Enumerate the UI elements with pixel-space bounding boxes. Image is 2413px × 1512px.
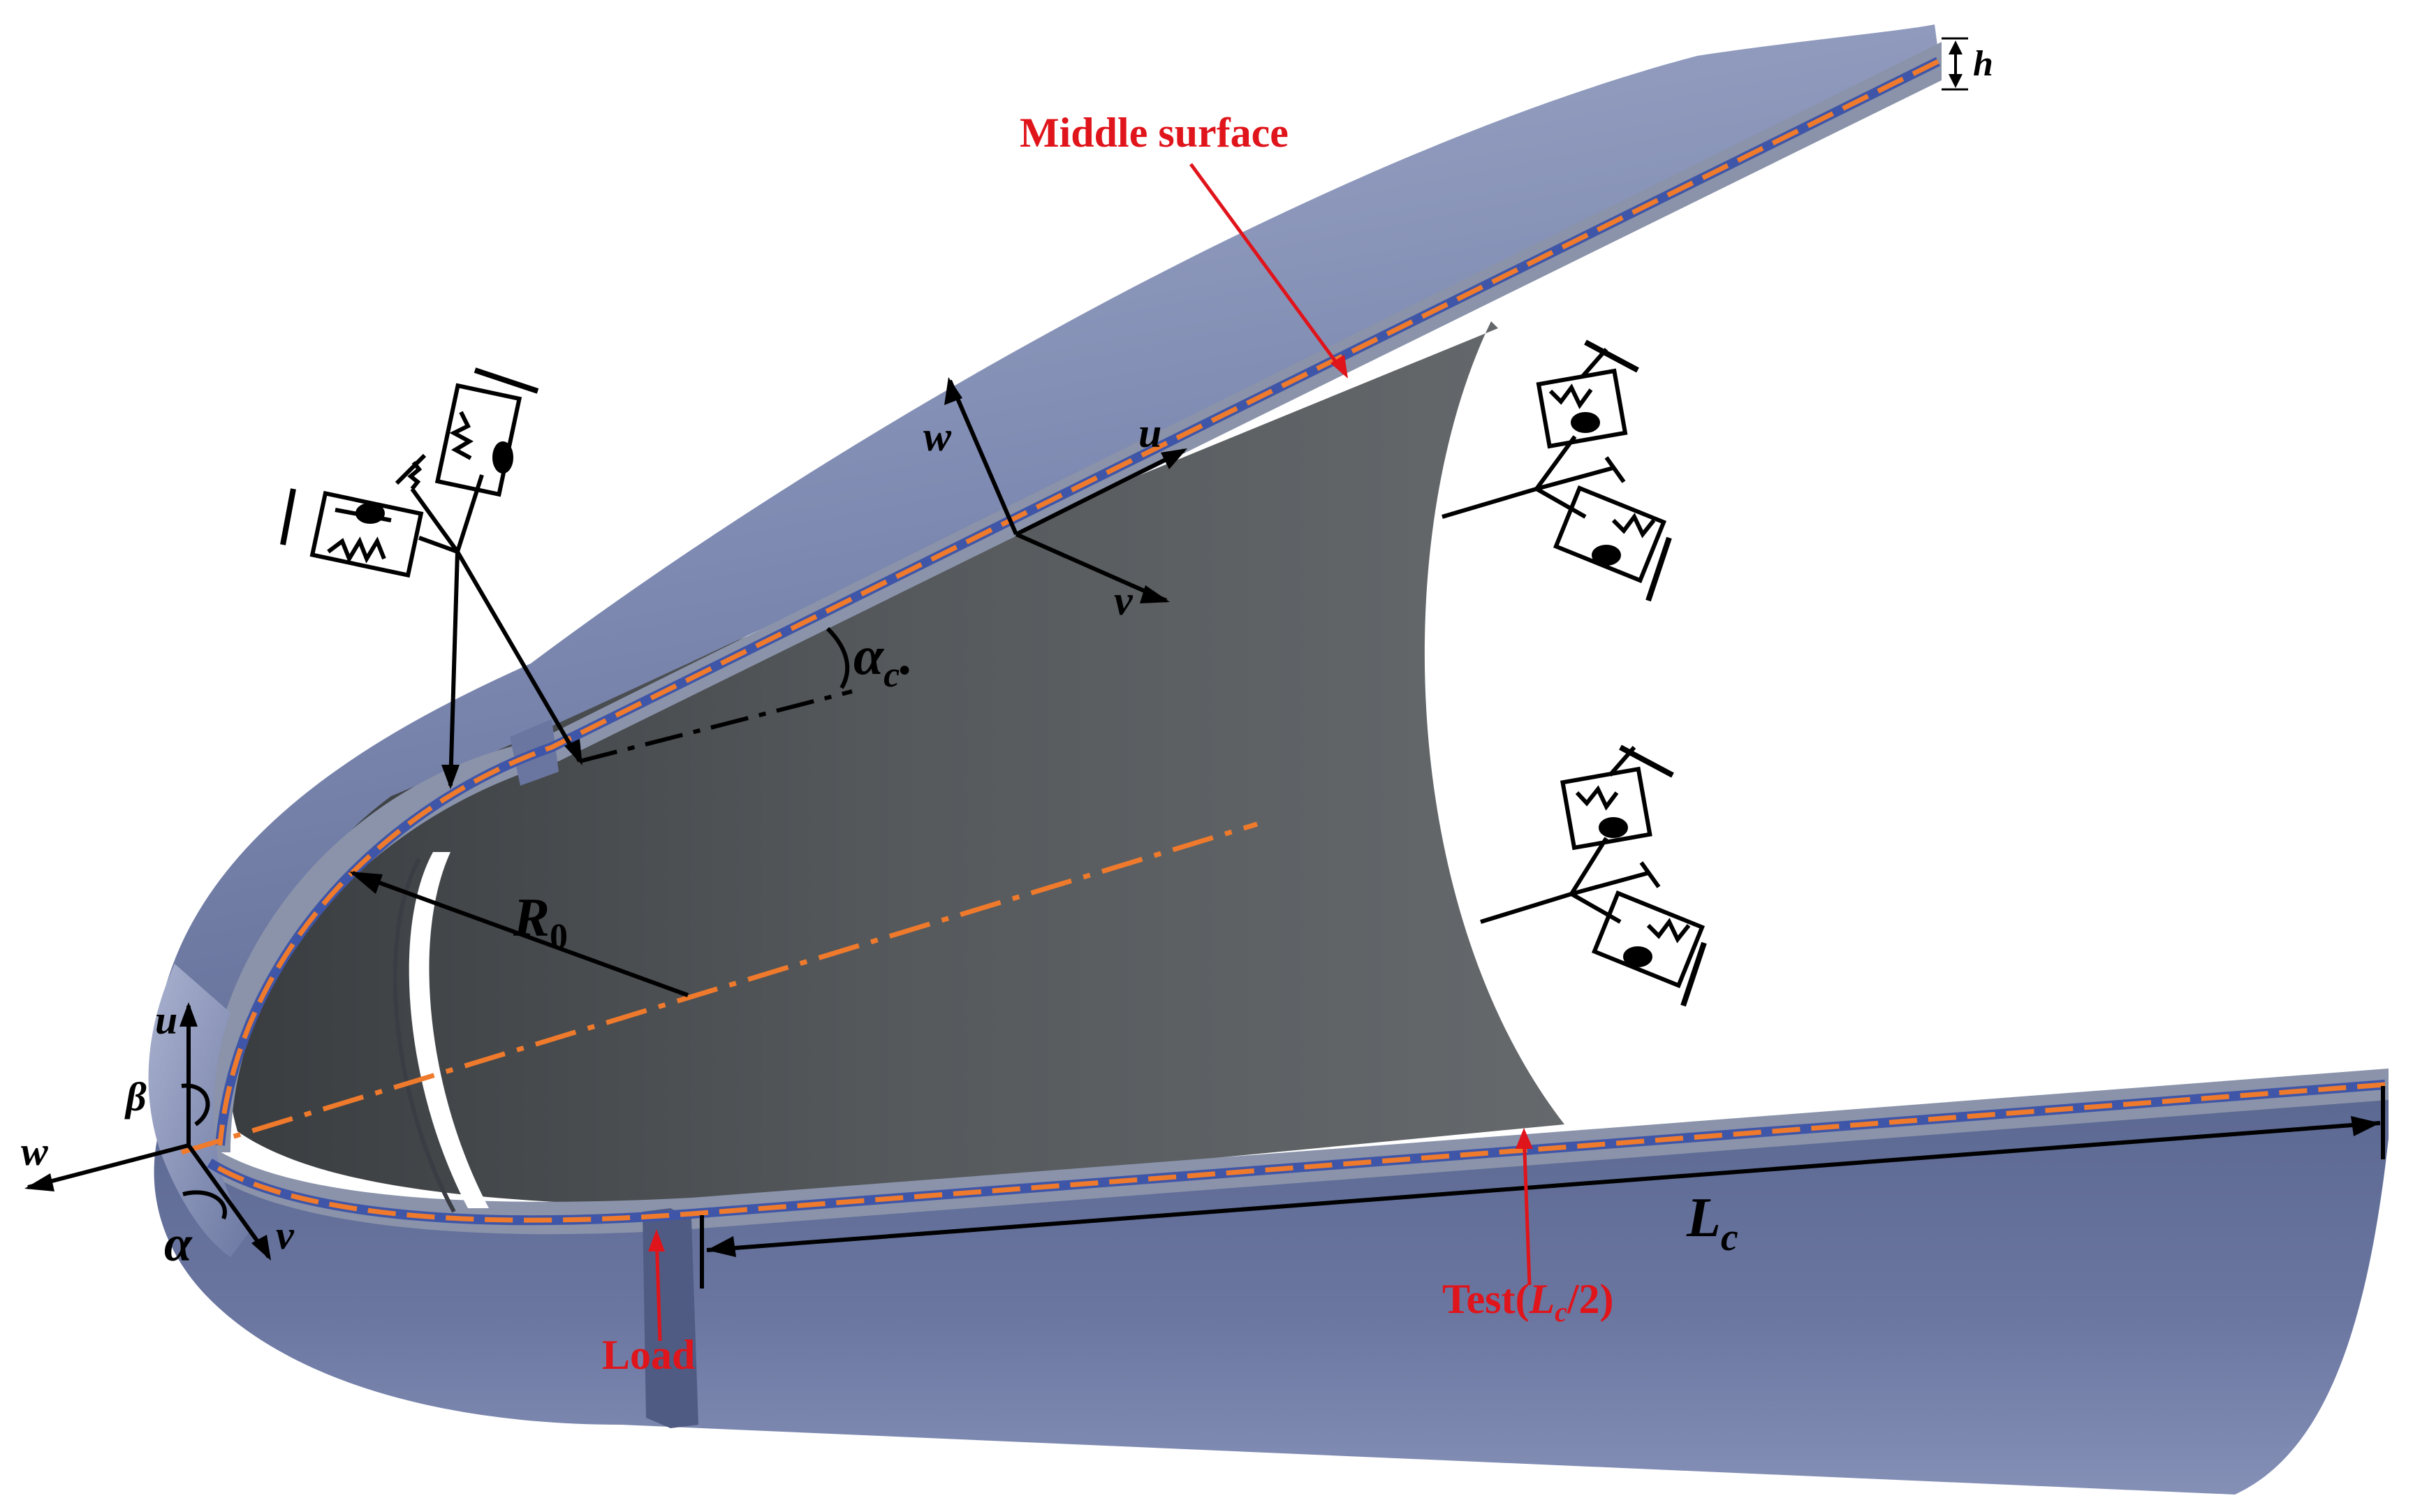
h-dimension-arrow-icon (1942, 37, 1968, 91)
spring-damper-support-right-upper-icon (1442, 339, 1672, 602)
test-label: Test(Lc/2) (1442, 1276, 1614, 1328)
alpha-c-arc-icon (826, 626, 850, 689)
mid-frame-w-label: w (923, 413, 952, 460)
mid-frame-v-label: v (1114, 578, 1134, 624)
alpha-c-label: αc. (853, 625, 914, 695)
load-notch (643, 1208, 698, 1428)
r0-radius-arrow-icon (349, 871, 689, 997)
cone-axis-line (180, 821, 1259, 1155)
r0-label: R0 (513, 887, 568, 957)
upper-wall-edge (203, 42, 1942, 1152)
generator-line (579, 689, 853, 763)
text-labels: Middle surface h Load Test(Lc/2) Lc R0 α… (21, 44, 1993, 1378)
coordinate-frame-mid-icon (944, 377, 1187, 603)
shell-body (148, 24, 2389, 1495)
spring-damper-support-right-lower-icon (1480, 744, 1707, 1007)
h-label: h (1973, 44, 1993, 84)
lower-shell-outer (154, 1089, 2389, 1495)
dimensions (349, 37, 2385, 1289)
red-annotations (648, 163, 1533, 1342)
apex-frame-beta-label: β (124, 1074, 147, 1120)
middle-surface-label: Middle surface (1020, 110, 1289, 156)
spring-damper-support-left-icon (280, 367, 582, 789)
apex-frame-w-label: w (21, 1129, 48, 1174)
load-label: Load (602, 1332, 695, 1378)
apex-frame-u-label: u (155, 997, 177, 1043)
apex-frame-v-label: v (276, 1212, 295, 1258)
inner-ring-slot (409, 852, 489, 1208)
shell-interior (226, 321, 1565, 1208)
coordinate-frame-apex-icon (24, 1002, 271, 1261)
apex-frame-alpha-label: α (164, 1216, 193, 1272)
mid-frame-u-label: u (1138, 410, 1161, 456)
lc-label: Lc (1686, 1187, 1738, 1259)
lc-dimension-arrow-icon (700, 1086, 2385, 1289)
shell-apex (148, 964, 251, 1257)
